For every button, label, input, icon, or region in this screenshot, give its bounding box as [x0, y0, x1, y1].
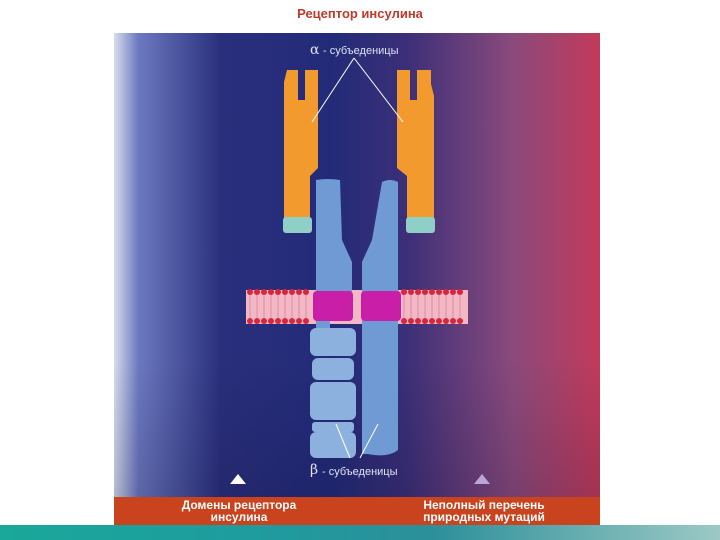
- lipid-head: [401, 289, 407, 295]
- lipid-head: [268, 318, 274, 324]
- lipid-head: [436, 318, 442, 324]
- beta-segment: [310, 328, 356, 356]
- lipid-head: [275, 289, 281, 295]
- lipid-head: [282, 318, 288, 324]
- lipid-head: [422, 289, 428, 295]
- lipid-head: [303, 318, 309, 324]
- lipid-head: [450, 318, 456, 324]
- transmembrane-block-right: [361, 291, 401, 321]
- lipid-head: [296, 318, 302, 324]
- lipid-head: [457, 289, 463, 295]
- right-bar-label: Неполный перечень природных мутаций: [404, 499, 564, 523]
- lipid-head: [401, 318, 407, 324]
- alpha-subunit-left: [284, 70, 318, 218]
- lipid-head: [268, 289, 274, 295]
- lipid-head: [450, 289, 456, 295]
- alpha-label: - субъеденицы: [323, 45, 399, 57]
- lipid-head: [408, 318, 414, 324]
- lipid-head: [429, 318, 435, 324]
- lipid-head: [247, 318, 253, 324]
- lipid-head: [443, 318, 449, 324]
- footer-strip: [0, 525, 720, 540]
- lipid-head: [261, 289, 267, 295]
- beta-segment: [312, 422, 354, 432]
- lipid-head: [436, 289, 442, 295]
- lipid-head: [289, 289, 295, 295]
- alpha-symbol: α: [310, 42, 319, 58]
- beta-segment: [310, 432, 356, 458]
- lipid-head: [429, 289, 435, 295]
- left-triangle-marker: [230, 474, 246, 484]
- lipid-head: [282, 289, 288, 295]
- right-triangle-marker: [474, 474, 490, 484]
- lipid-head: [408, 289, 414, 295]
- beta-segment: [312, 358, 354, 380]
- alpha-tip-left: [283, 217, 312, 233]
- beta-segment: [310, 382, 356, 420]
- lipid-head: [457, 318, 463, 324]
- lipid-head: [415, 289, 421, 295]
- lipid-head: [254, 289, 260, 295]
- beta-label: - субъеденицы: [322, 466, 398, 478]
- lipid-head: [415, 318, 421, 324]
- lipid-head: [275, 318, 281, 324]
- lipid-head: [247, 289, 253, 295]
- lipid-head: [443, 289, 449, 295]
- alpha-pointer-line: [354, 58, 403, 122]
- alpha-subunit-right: [397, 70, 434, 218]
- lipid-head: [261, 318, 267, 324]
- alpha-pointer-line: [312, 58, 354, 122]
- lipid-head: [422, 318, 428, 324]
- beta-symbol: β: [310, 462, 318, 478]
- lipid-head: [254, 318, 260, 324]
- left-bar-label: Домены рецептора инсулина: [164, 499, 314, 523]
- lipid-head: [296, 289, 302, 295]
- lipid-head: [289, 318, 295, 324]
- alpha-tip-right: [406, 217, 435, 233]
- lipid-head: [303, 289, 309, 295]
- transmembrane-block-left: [313, 291, 353, 321]
